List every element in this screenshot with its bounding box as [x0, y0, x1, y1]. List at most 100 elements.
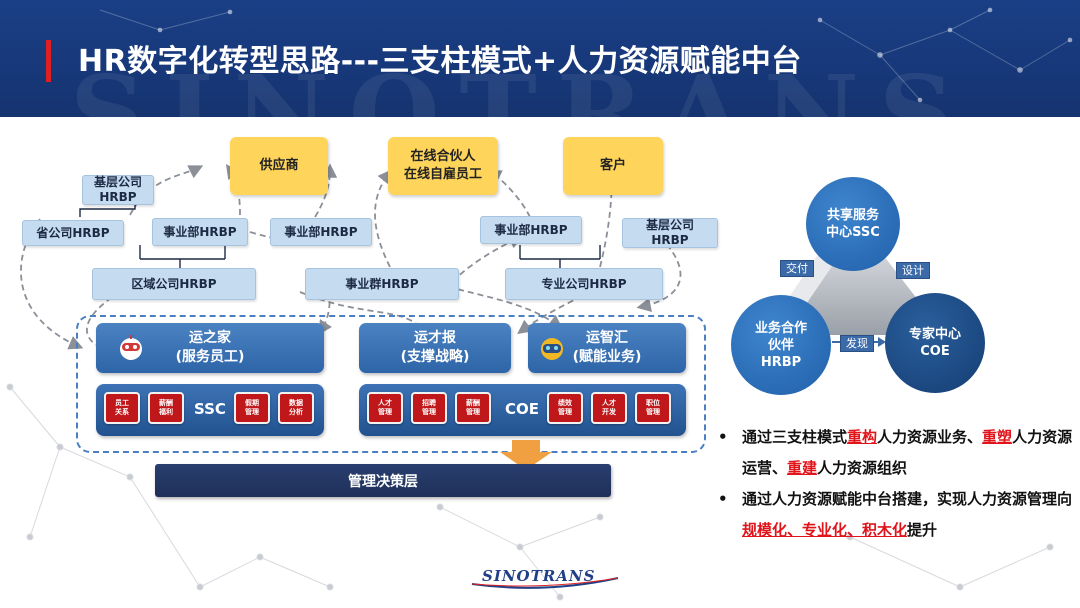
- coe-module-0-line2: 管理: [378, 408, 392, 416]
- down-arrow-icon: [500, 440, 552, 470]
- specialized-hrbp: 专业公司HRBP: [505, 268, 663, 300]
- division-hrbp-right: 事业部HRBP: [480, 216, 582, 244]
- yunzhihui-title: 运智汇: [585, 330, 628, 346]
- edge-design-label: 设计: [896, 262, 930, 279]
- customer-box: 客户: [563, 137, 663, 195]
- ssc-module-3-line1: 数据: [289, 399, 303, 407]
- division-hrbp-left-label: 事业部HRBP: [163, 224, 237, 239]
- division-hrbp-mid-label: 事业部HRBP: [284, 224, 358, 239]
- ssc-module-leave-management: 假期管理: [234, 392, 270, 424]
- specialized-hrbp-label: 专业公司HRBP: [541, 276, 627, 291]
- business-group-hrbp: 事业群HRBP: [305, 268, 459, 300]
- coe-module-1-line1: 招聘: [422, 399, 436, 407]
- hrbp-circle-line2: 伙伴: [767, 337, 794, 353]
- yunzhijia-card: 运之家 (服务员工): [96, 323, 324, 373]
- grassroots-hrbp-right-line1: 基层公司: [645, 218, 694, 232]
- header-network-decoration: [99, 7, 1073, 103]
- ssc-label: SSC: [194, 400, 226, 418]
- supplier-label: 供应商: [259, 158, 299, 173]
- online-self-employed-label: 在线自雇员工: [403, 167, 482, 182]
- ssc-module-employee-relations: 员工关系: [104, 392, 140, 424]
- ssc-bar: 员工关系 薪酬福利 SSC 假期管理 数据分析: [96, 384, 324, 436]
- bullet-1-text-a: 通过三支柱模式: [742, 428, 848, 446]
- header-watermark: SINOTRANS: [70, 52, 975, 117]
- ssc-module-compensation-benefits: 薪酬福利: [148, 392, 184, 424]
- coe-circle-line1: 专家中心: [908, 327, 961, 342]
- division-hrbp-mid: 事业部HRBP: [270, 218, 372, 246]
- bullet-item-2: • 通过人力资源赋能中台搭建，实现人力资源管理向规模化、专业化、积木化提升: [716, 484, 1076, 546]
- bullet-1-text-c: 人力资源运营、: [742, 428, 1073, 477]
- coe-module-0-line1: 人才: [378, 399, 392, 407]
- summary-bullets: • 通过三支柱模式重构人力资源业务、重塑人力资源运营、重建人力资源组织 • 通过…: [716, 422, 1076, 546]
- yunzhihui-card: 运智汇 (赋能业务): [528, 323, 686, 373]
- yunzhihui-subtitle: (赋能业务): [572, 349, 642, 365]
- sinotrans-logo: SINOTRANS: [470, 564, 620, 592]
- grassroots-hrbp-left: 基层公司 HRBP: [82, 175, 154, 205]
- page-title: HR数字化转型思路---三支柱模式+人力资源赋能中台: [78, 44, 802, 79]
- hrbp-circle-line1: 业务合作: [754, 320, 807, 336]
- coe-circle: 专家中心 COE: [885, 293, 985, 393]
- coe-circle-line2: COE: [920, 344, 950, 359]
- logo-wordmark: SINOTRANS: [482, 567, 596, 585]
- ssc-circle: 共享服务 中心SSC: [806, 177, 900, 271]
- ssc-module-0-line2: 关系: [115, 408, 129, 416]
- grassroots-hrbp-left-line1: 基层公司: [93, 175, 142, 189]
- coe-module-4-line2: 开发: [602, 408, 616, 416]
- regional-hrbp: 区域公司HRBP: [92, 268, 256, 300]
- coe-module-3-line1: 绩效: [558, 399, 572, 407]
- yuncaibao-card: 运才报 (支撑战略): [359, 323, 511, 373]
- bullet-dot-1: •: [718, 428, 728, 446]
- logo-swoosh-icon: [471, 577, 619, 589]
- business-group-hrbp-label: 事业群HRBP: [345, 276, 419, 291]
- bullet-2-text-a: 通过人力资源赋能中台搭建，实现人力资源管理向: [742, 490, 1073, 508]
- ssc-module-data-analysis: 数据分析: [278, 392, 314, 424]
- ssc-module-3-line2: 分析: [289, 408, 303, 416]
- ssc-circle-line2: 中心SSC: [826, 225, 880, 240]
- division-hrbp-left: 事业部HRBP: [152, 218, 248, 246]
- robot-mascot-icon: [120, 335, 142, 360]
- coe-module-5-line1: 职位: [646, 399, 660, 407]
- coe-module-position-management: 职位管理: [635, 392, 671, 424]
- province-hrbp-label: 省公司HRBP: [36, 225, 110, 240]
- bullet-2-highlight: 规模化、专业化、积木化: [742, 521, 908, 539]
- ssc-module-1-line1: 薪酬: [159, 399, 173, 407]
- regional-hrbp-label: 区域公司HRBP: [131, 276, 217, 291]
- ssc-module-1-line2: 福利: [159, 408, 173, 416]
- coe-module-talent-development: 人才开发: [591, 392, 627, 424]
- division-hrbp-right-label: 事业部HRBP: [494, 222, 568, 237]
- bullet-2-text-b: 提升: [907, 521, 938, 539]
- bullet-1-highlight-a: 重构: [847, 428, 878, 446]
- supplier-box: 供应商: [230, 137, 328, 195]
- grassroots-hrbp-right-line2: HRBP: [651, 233, 689, 247]
- management-decision-label: 管理决策层: [348, 473, 418, 490]
- coe-module-2-line1: 薪酬: [466, 399, 480, 407]
- ssc-circle-line1: 共享服务: [826, 208, 879, 223]
- coe-bar: 人才管理 招聘管理 薪酬管理 COE 绩效管理 人才开发 职位管理: [359, 384, 686, 436]
- background-network-decoration: [6, 383, 1054, 601]
- title-accent-bar: [46, 40, 51, 82]
- yuncaibao-title: 运才报: [414, 330, 456, 346]
- yuncaibao-subtitle: (支撑战略): [400, 349, 470, 365]
- online-partner-label: 在线合伙人: [410, 149, 476, 164]
- coe-module-2-line2: 管理: [466, 408, 480, 416]
- bullet-dot-2: •: [718, 490, 728, 508]
- yunzhijia-title: 运之家: [188, 330, 231, 346]
- online-partner-box: 在线合伙人 在线自雇员工: [388, 137, 498, 195]
- bullet-1-highlight-c: 重建: [787, 459, 818, 477]
- bullet-1-highlight-b: 重塑: [982, 428, 1013, 446]
- hrbp-circle: 业务合作 伙伴 HRBP: [731, 295, 831, 395]
- grassroots-hrbp-left-line2: HRBP: [99, 190, 137, 204]
- coe-label: COE: [505, 400, 540, 418]
- province-hrbp: 省公司HRBP: [22, 220, 124, 246]
- ssc-module-2-line1: 假期: [245, 399, 259, 407]
- hrbp-circle-line3: HRBP: [760, 354, 802, 370]
- edge-discover-label: 发现: [840, 335, 874, 352]
- robot-assistant-icon: [541, 338, 563, 360]
- edge-deliver-label: 交付: [780, 260, 814, 277]
- header-banner: SINOTRANS HR数字化转型思路---三支柱模式+人力资源赋能中台: [0, 0, 1080, 117]
- bullet-item-1: • 通过三支柱模式重构人力资源业务、重塑人力资源运营、重建人力资源组织: [716, 422, 1076, 484]
- coe-module-performance: 绩效管理: [547, 392, 583, 424]
- yunzhijia-subtitle: (服务员工): [175, 349, 245, 365]
- bullet-1-text-d: 人力资源组织: [817, 459, 908, 477]
- management-decision-layer: 管理决策层: [155, 464, 611, 497]
